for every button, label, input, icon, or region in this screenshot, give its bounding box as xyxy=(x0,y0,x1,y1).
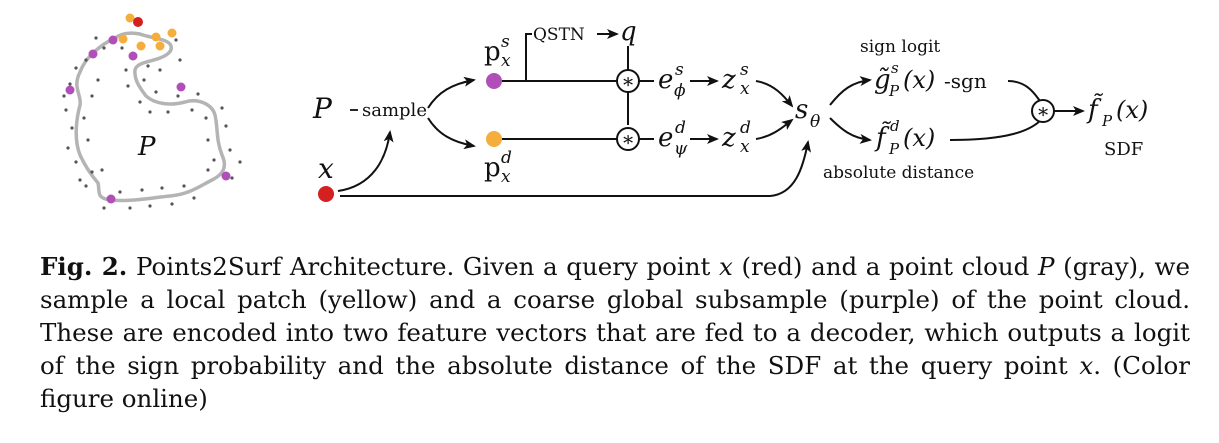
caption-text-3: (gray), we sample a local patch (yellow)… xyxy=(40,252,1190,380)
caption-text-2: (red) and a point cloud xyxy=(732,252,1038,281)
dist-to-conv-line xyxy=(949,120,1041,141)
sample-to-local-arrow xyxy=(427,76,476,109)
svg-text:d: d xyxy=(501,148,512,168)
svg-text:x: x xyxy=(501,51,511,71)
conv-node-top: ∗ xyxy=(616,69,640,93)
svg-text:s: s xyxy=(501,32,510,52)
sign-function-label: g̃ s P (x) xyxy=(874,59,935,100)
caption-var-x: x xyxy=(718,252,733,281)
caption-var-p: P xyxy=(1038,252,1055,281)
svg-text:s: s xyxy=(675,60,684,80)
caption-var-x-2: x xyxy=(1079,351,1094,380)
cloud-label: P xyxy=(137,132,156,162)
z-bot-label: z d x xyxy=(721,118,751,157)
qstn-label: QSTN xyxy=(533,25,585,45)
sign-logit-label: sign logit xyxy=(860,37,940,57)
figure-caption: Fig. 2. Points2Surf Architecture. Given … xyxy=(40,250,1190,415)
svg-text:∗: ∗ xyxy=(1036,99,1050,123)
decoder-to-sign-arrow xyxy=(829,76,872,106)
query-point-dot xyxy=(133,17,143,27)
svg-text:∗: ∗ xyxy=(621,127,635,151)
encoder-top-label: e s ϕ xyxy=(658,60,686,101)
svg-text:(x): (x) xyxy=(903,124,935,152)
svg-text:x: x xyxy=(740,79,750,99)
point-cloud-illustration: P xyxy=(62,13,242,210)
global-point-label: p d x xyxy=(484,148,512,187)
svg-text:s: s xyxy=(795,95,808,125)
conv-node-bottom: ∗ xyxy=(616,127,640,151)
svg-text:p: p xyxy=(484,37,501,67)
svg-text:(x): (x) xyxy=(1116,96,1148,124)
output-conv-node: ∗ xyxy=(1031,99,1055,123)
svg-text:p: p xyxy=(484,153,501,183)
sample-label: sample xyxy=(362,100,427,121)
decoder-to-dist-arrow xyxy=(829,117,872,144)
abs-dist-label: absolute distance xyxy=(823,163,974,183)
svg-text:s: s xyxy=(740,60,749,80)
sdf-label: SDF xyxy=(1104,139,1143,160)
svg-text:∗: ∗ xyxy=(621,69,635,93)
svg-text:z: z xyxy=(721,65,736,95)
svg-text:ψ: ψ xyxy=(674,139,688,159)
figure-label: Fig. 2. xyxy=(40,252,128,281)
point-cloud-dots xyxy=(62,36,242,210)
surface-outline xyxy=(74,31,227,203)
svg-text:e: e xyxy=(658,123,673,153)
sgn-label: -sgn xyxy=(944,69,987,93)
local-point-label: p s x xyxy=(484,32,511,71)
output-function-label: f̃ P (x) xyxy=(1086,93,1148,130)
svg-text:s: s xyxy=(891,59,899,77)
q-var: q xyxy=(620,17,637,47)
local-patch-dots xyxy=(118,13,177,51)
svg-text:P: P xyxy=(888,82,900,100)
svg-text:x: x xyxy=(501,167,511,187)
point-cloud-var: P xyxy=(312,92,333,125)
qstn-line xyxy=(525,33,532,81)
svg-text:x: x xyxy=(740,137,750,157)
query-var: x xyxy=(318,152,334,185)
sgn-to-conv-line xyxy=(1007,80,1041,102)
svg-text:g̃: g̃ xyxy=(874,65,891,95)
z-top-label: z s x xyxy=(721,60,750,99)
svg-text:P: P xyxy=(1101,112,1113,130)
caption-text-4: . (Color figure online) xyxy=(40,351,1190,413)
svg-text:θ: θ xyxy=(810,112,820,132)
svg-text:z: z xyxy=(721,123,736,153)
svg-text:d: d xyxy=(675,118,686,138)
global-point-dot xyxy=(486,131,502,147)
svg-text:(x): (x) xyxy=(903,66,935,94)
svg-text:P: P xyxy=(888,140,900,158)
query-dot xyxy=(318,186,334,202)
decoder-label: s θ xyxy=(795,95,820,132)
sample-to-global-arrow xyxy=(427,117,476,150)
z-bot-to-decoder xyxy=(755,118,794,140)
global-subsample-dots xyxy=(65,35,231,204)
query-to-decoder-arrow xyxy=(340,140,812,197)
dist-function-label: f̃ d P (x) xyxy=(874,117,935,158)
svg-text:ϕ: ϕ xyxy=(674,81,686,101)
architecture-diagram: P P sample x p s x p d x QSTN q ∗ ∗ e s xyxy=(62,13,1148,210)
z-top-to-decoder xyxy=(755,80,794,108)
query-to-sample-arrow xyxy=(337,130,394,192)
caption-text-1: Points2Surf Architecture. Given a query … xyxy=(127,252,719,281)
local-point-dot xyxy=(486,73,502,89)
svg-text:d: d xyxy=(740,118,751,138)
svg-text:e: e xyxy=(658,65,673,95)
encoder-bottom-label: e d ψ xyxy=(658,118,688,159)
svg-text:d: d xyxy=(890,117,900,135)
